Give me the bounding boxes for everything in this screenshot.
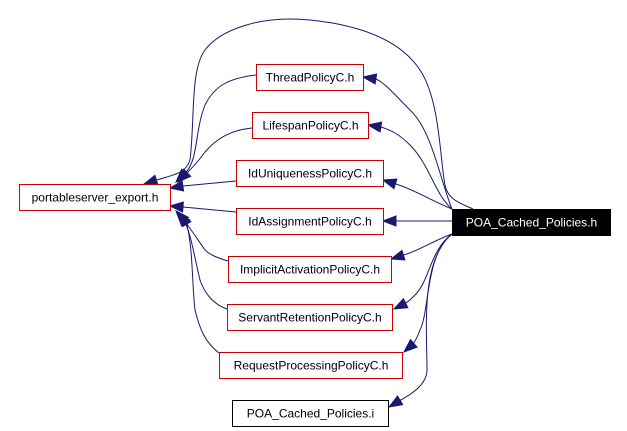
node-poa-cached-policies-h[interactable]: POA_Cached_Policies.h: [452, 209, 611, 236]
edge-poa-cached-policies-h-to-lifespanpolicyc-h: [366, 121, 453, 210]
node-label: POA_Cached_Policies.i: [247, 407, 374, 421]
node-label: ServantRetentionPolicyC.h: [238, 311, 381, 325]
node-box[interactable]: [219, 352, 403, 379]
arrowhead-icon: [366, 121, 383, 133]
node-box[interactable]: [452, 209, 611, 236]
edge-line: [181, 216, 220, 354]
arrowhead-icon: [389, 249, 406, 261]
edge-poa-cached-policies-h-to-implicitactivationpolicyc-h: [389, 233, 453, 261]
arrowhead-icon: [381, 215, 397, 227]
arrowhead-icon: [168, 180, 185, 192]
node-label: portableserver_export.h: [32, 191, 159, 205]
node-implicitactivationpolicyc-h[interactable]: ImplicitActivationPolicyC.h: [228, 256, 392, 283]
edge-line: [178, 74, 257, 180]
edge-line: [391, 233, 453, 406]
edge-lifespanpolicyc-h-to-portableserver-export-h: [177, 127, 253, 183]
node-label: ThreadPolicyC.h: [266, 71, 355, 85]
node-threadpolicyc-h[interactable]: ThreadPolicyC.h: [256, 64, 364, 91]
edge-line: [148, 18, 474, 210]
node-idassignmentpolicyc-h[interactable]: IdAssignmentPolicyC.h: [236, 208, 384, 235]
edge-line: [179, 214, 228, 310]
edge-idassignmentpolicyc-h-to-portableserver-export-h: [168, 201, 237, 213]
node-box[interactable]: [252, 112, 369, 139]
edge-poa-cached-policies-h-to-idassignmentpolicyc-h: [381, 215, 452, 227]
nodes-layer: ThreadPolicyC.hLifespanPolicyC.hIdUnique…: [19, 64, 611, 427]
arrowhead-icon: [179, 211, 192, 228]
edge-servantretentionpolicyc-h-to-portableserver-export-h: [177, 210, 228, 310]
node-servantretentionpolicyc-h[interactable]: ServantRetentionPolicyC.h: [227, 304, 393, 331]
node-iduniquenesspolicyc-h[interactable]: IdUniquenessPolicyC.h: [236, 160, 384, 187]
edge-line: [394, 233, 453, 259]
node-box[interactable]: [232, 400, 389, 427]
edge-poa-cached-policies-h-to-threadpolicyc-h: [361, 73, 453, 210]
node-box[interactable]: [227, 304, 393, 331]
edge-iduniquenesspolicyc-h-to-portableserver-export-h: [168, 180, 237, 192]
node-box[interactable]: [19, 184, 171, 211]
node-requestprocessingpolicyc-h[interactable]: RequestProcessingPolicyC.h: [219, 352, 403, 379]
arrowhead-icon: [361, 73, 378, 85]
node-poa-cached-policies-i[interactable]: POA_Cached_Policies.i: [232, 400, 389, 427]
node-box[interactable]: [228, 256, 392, 283]
arrowhead-icon: [381, 178, 398, 190]
node-box[interactable]: [236, 160, 384, 187]
arrowhead-icon: [142, 174, 159, 186]
arrowhead-icon: [392, 297, 409, 310]
edge-line: [180, 127, 253, 180]
edge-line: [396, 233, 453, 308]
edges-layer: [142, 18, 474, 408]
arrowhead-icon: [168, 201, 184, 213]
edge-requestprocessingpolicyc-h-to-portableserver-export-h: [179, 211, 220, 354]
edge-line: [178, 213, 229, 262]
node-portableserver-export-h[interactable]: portableserver_export.h: [19, 184, 171, 211]
arrowhead-icon: [387, 395, 404, 408]
arrowhead-icon: [402, 338, 418, 353]
node-box[interactable]: [236, 208, 384, 235]
node-label: RequestProcessingPolicyC.h: [234, 359, 389, 373]
node-lifespanpolicyc-h[interactable]: LifespanPolicyC.h: [252, 112, 369, 139]
node-label: IdAssignmentPolicyC.h: [248, 215, 371, 229]
node-label: IdUniquenessPolicyC.h: [248, 167, 372, 181]
edge-poa-cached-policies-h-to-servantretentionpolicyc-h: [392, 233, 453, 310]
node-label: ImplicitActivationPolicyC.h: [240, 263, 380, 277]
edge-poa-cached-policies-h-to-iduniquenesspolicyc-h: [381, 178, 453, 210]
edge-line: [366, 77, 453, 210]
node-label: LifespanPolicyC.h: [262, 119, 358, 133]
edge-line: [386, 180, 453, 210]
node-box[interactable]: [256, 64, 364, 91]
edge-poa-cached-policies-h-to-poa-cached-policies-i: [387, 233, 453, 408]
node-label: POA_Cached_Policies.h: [466, 216, 597, 230]
edge-line: [371, 125, 453, 210]
arrowhead-icon: [177, 168, 192, 183]
